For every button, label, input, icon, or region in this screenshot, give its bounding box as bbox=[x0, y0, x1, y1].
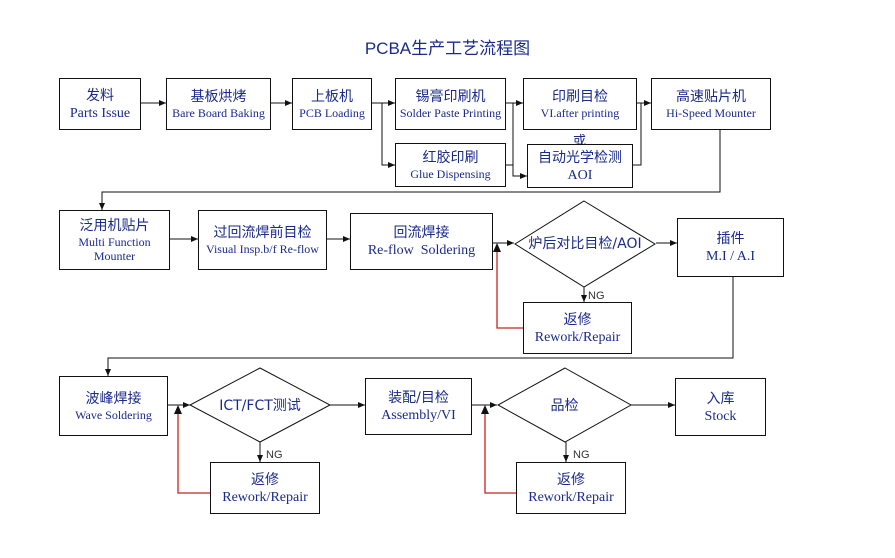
arrow-insert-to-row3 bbox=[105, 277, 734, 376]
ict-fct-test-diamond bbox=[188, 367, 332, 443]
step-label-zh: 插件 bbox=[716, 231, 745, 247]
step-label-zh: 自动光学检测 bbox=[538, 149, 622, 166]
step-pcb-loading[interactable]: 上板机 PCB Loading bbox=[292, 78, 372, 130]
arrow-loading-to-glue bbox=[381, 103, 395, 168]
rework-label-en: Rework/Repair bbox=[534, 329, 621, 345]
rework-label-en: Rework/Repair bbox=[222, 489, 308, 505]
rework-return-line-1 bbox=[496, 245, 523, 329]
step-label-zh: 泛用机贴片 bbox=[79, 218, 150, 234]
step-label-zh: 印刷目检 bbox=[552, 89, 608, 105]
decision-label-zh: 炉后对比目检/AOI bbox=[528, 236, 642, 252]
step-label-en: AOI bbox=[567, 167, 593, 183]
step-label-en: Hi-Speed Mounter bbox=[666, 106, 756, 120]
rework-return-line-3 bbox=[484, 407, 516, 494]
step-label-en: Parts Issue bbox=[69, 105, 131, 121]
rework-box-2[interactable]: 返修 Rework/Repair bbox=[210, 462, 320, 514]
step-label-en: Re-flow Soldering bbox=[367, 243, 476, 258]
ng-label-2: NG bbox=[266, 449, 283, 461]
arrow-aoi-to-mounter bbox=[633, 103, 642, 166]
step-parts-issue[interactable]: 发料 Parts Issue bbox=[59, 78, 141, 130]
step-solder-paste-printing[interactable]: 锡膏印刷机 Solder Paste Printing bbox=[395, 78, 506, 130]
page-title: PCBA生产工艺流程图 bbox=[364, 39, 531, 58]
step-label-en: Stock bbox=[704, 408, 737, 424]
step-glue-dispensing[interactable]: 红胶印刷 Glue Dispensing bbox=[395, 143, 506, 187]
step-label-en: Glue Dispensing bbox=[410, 167, 491, 181]
ng-label-1: NG bbox=[588, 290, 605, 302]
rework-return-line-2 bbox=[177, 407, 210, 494]
step-label-zh: 上板机 bbox=[311, 89, 353, 105]
arrow-to-aoi bbox=[512, 165, 527, 179]
step-label-zh: 装配/目检 bbox=[388, 390, 449, 406]
step-label-en: Solder Paste Printing bbox=[399, 106, 502, 120]
step-label-en: Wave Soldering bbox=[75, 408, 152, 422]
step-wave-soldering[interactable]: 波峰焊接 Wave Soldering bbox=[59, 376, 168, 436]
rework-label-zh: 返修 bbox=[557, 471, 585, 488]
step-hi-speed-mounter[interactable]: 高速贴片机 Hi-Speed Mounter bbox=[651, 78, 771, 130]
step-label-en: M.I / A.I bbox=[706, 249, 755, 264]
rework-return-arrowhead-3 bbox=[481, 405, 489, 414]
rework-label-zh: 返修 bbox=[563, 311, 592, 328]
step-label-zh: 波峰焊接 bbox=[85, 391, 142, 407]
decision-label-zh: ICT/FCT测试 bbox=[219, 398, 301, 414]
step-label-en: Assembly/VI bbox=[381, 408, 456, 423]
step-label-en: Visual Insp.b/f Re-flow bbox=[206, 242, 319, 256]
step-label-en: Multi Function Mounter bbox=[78, 235, 151, 263]
step-multi-function-mounter[interactable]: 泛用机贴片 Multi Function Mounter bbox=[59, 210, 170, 270]
step-label-en: PCB Loading bbox=[299, 106, 365, 120]
quality-inspection-label[interactable]: 品检 bbox=[498, 395, 631, 417]
step-printing-vi[interactable]: 印刷目检 VI.after printing bbox=[523, 78, 637, 130]
step-aoi[interactable]: 自动光学检测 AOI bbox=[527, 144, 633, 188]
post-reflow-inspection-diamond bbox=[514, 200, 656, 288]
step-label-en: Bare Board Baking bbox=[172, 106, 265, 120]
step-label-zh: 过回流焊前目检 bbox=[213, 225, 312, 241]
step-label-zh: 回流焊接 bbox=[393, 225, 450, 241]
step-label-zh: 红胶印刷 bbox=[422, 150, 479, 166]
rework-return-arrowhead-1 bbox=[493, 243, 501, 252]
arrow-glue-to-vi bbox=[506, 103, 514, 166]
quality-inspection-diamond bbox=[496, 367, 633, 443]
rework-box-1[interactable]: 返修 Rework/Repair bbox=[523, 302, 632, 354]
step-label-en: VI.after printing bbox=[540, 106, 620, 120]
rework-return-arrowhead-2 bbox=[174, 405, 182, 414]
step-label-zh: 发料 bbox=[86, 87, 114, 104]
rework-label-en: Rework/Repair bbox=[528, 489, 614, 505]
rework-box-3[interactable]: 返修 Rework/Repair bbox=[516, 462, 626, 514]
ict-fct-test-label[interactable]: ICT/FCT测试 bbox=[190, 395, 330, 417]
step-label-zh: 高速贴片机 bbox=[676, 89, 746, 105]
step-label-zh: 入库 bbox=[706, 390, 735, 407]
step-insertion[interactable]: 插件 M.I / A.I bbox=[677, 218, 784, 277]
step-assembly-vi[interactable]: 装配/目检 Assembly/VI bbox=[365, 378, 472, 435]
rework-label-zh: 返修 bbox=[251, 471, 279, 488]
step-bare-board-baking[interactable]: 基板烘烤 Bare Board Baking bbox=[166, 78, 271, 130]
step-reflow-soldering[interactable]: 回流焊接 Re-flow Soldering bbox=[350, 213, 493, 270]
decision-label-zh: 品检 bbox=[550, 398, 579, 414]
ng-label-3: NG bbox=[573, 449, 590, 461]
step-stock[interactable]: 入库 Stock bbox=[675, 378, 766, 436]
step-label-zh: 锡膏印刷机 bbox=[415, 89, 486, 105]
post-reflow-inspection-label[interactable]: 炉后对比目检/AOI bbox=[515, 232, 655, 256]
step-visual-insp-before-reflow[interactable]: 过回流焊前目检 Visual Insp.b/f Re-flow bbox=[198, 210, 327, 270]
arrow-mounter-to-row2 bbox=[99, 130, 721, 210]
step-label-zh: 基板烘烤 bbox=[190, 89, 247, 105]
